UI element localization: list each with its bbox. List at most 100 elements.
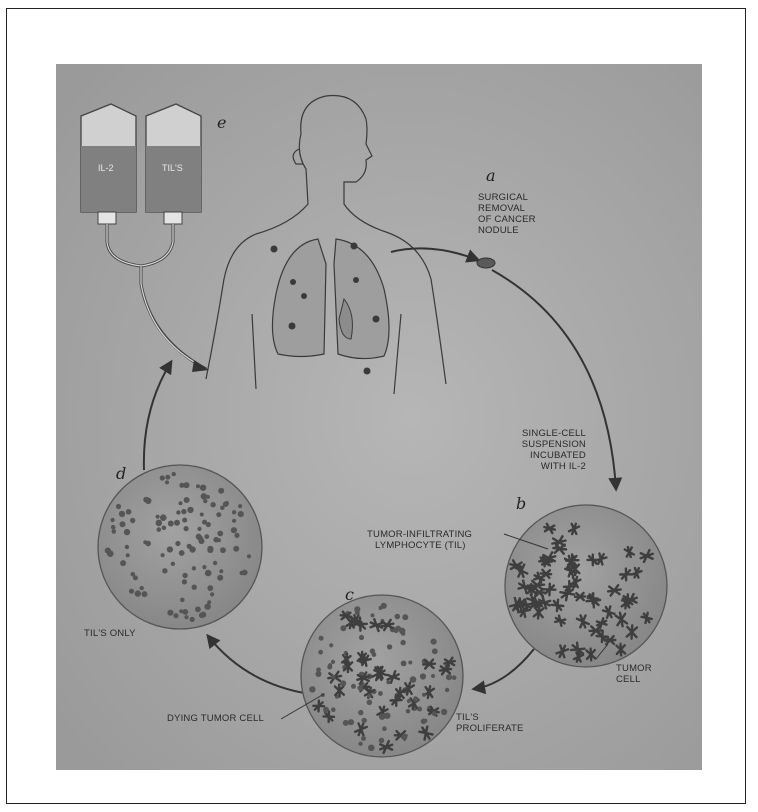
lymphocyte-mark (367, 700, 373, 706)
lymphocyte-mark (180, 598, 185, 603)
lymphocyte-mark (432, 711, 437, 716)
lymphocyte-mark (107, 550, 114, 557)
label-line: SINGLE-CELL (500, 428, 586, 439)
lymphocyte-mark (223, 501, 229, 507)
lymphocyte-mark (318, 650, 323, 655)
lymphocyte-mark (210, 502, 215, 507)
lymphocyte-mark (196, 534, 202, 540)
lymphocyte-mark (168, 521, 174, 527)
proliferate-label: TIL'S PROLIFERATE (456, 712, 523, 734)
lymphocyte-mark (200, 485, 206, 491)
lymphocyte-mark (378, 691, 383, 696)
lymphocyte-mark (417, 707, 422, 712)
label-line: REMOVAL (478, 203, 536, 214)
lymphocyte-mark (420, 673, 426, 679)
lymphocyte-mark (184, 615, 188, 619)
lymphocyte-mark (401, 631, 406, 636)
lymphocyte-mark (358, 742, 362, 746)
incubation-label: SINGLE-CELL SUSPENSION INCUBATED WITH IL… (500, 428, 586, 472)
lymphocyte-mark (402, 614, 408, 620)
lymphocyte-mark (111, 518, 115, 522)
label-line: NODULE (478, 225, 536, 236)
dying-tumor-cell-label: DYING TUMOR CELL (167, 713, 264, 724)
lymphocyte-mark (367, 694, 371, 698)
lymphocyte-mark (142, 591, 148, 597)
label-line: WITH IL-2 (500, 461, 586, 472)
tils-only-label: TIL'S ONLY (84, 628, 136, 639)
lymphocyte-mark (348, 719, 354, 725)
lymphocyte-mark (232, 519, 236, 523)
tumor-cell-label: TUMOR CELL (616, 663, 652, 685)
lymphocyte-mark (319, 636, 324, 641)
label-line: INCUBATED (500, 450, 586, 461)
lymphocyte-mark (422, 693, 426, 697)
lymphocyte-mark (445, 688, 449, 692)
step-b-letter: b (516, 494, 526, 513)
lymphocyte-mark (382, 726, 387, 731)
lymphocyte-mark (406, 709, 411, 714)
lymphocyte-mark (340, 625, 346, 631)
lymphocyte-mark (234, 533, 239, 538)
lymphocyte-mark (165, 475, 170, 480)
lymphocyte-mark (162, 568, 167, 573)
lymphocyte-mark (238, 504, 242, 508)
lymphocyte-mark (413, 697, 419, 703)
lymphocyte-mark (203, 499, 207, 503)
lymphocyte-mark (238, 511, 244, 517)
lymphocyte-mark (233, 546, 239, 552)
lymphocyte-mark (207, 546, 213, 552)
lymphocyte-mark (179, 550, 185, 556)
lymphocyte-mark (120, 521, 126, 527)
label-line: SUSPENSION (500, 439, 586, 450)
lymphocyte-mark (160, 475, 165, 480)
il2-bag-port (98, 212, 116, 224)
lymphocyte-mark (432, 648, 438, 654)
lymphocyte-mark (119, 511, 125, 517)
lymphocyte-mark (199, 613, 205, 619)
lymphocyte-mark (379, 738, 385, 744)
lymphocyte-mark (111, 525, 116, 530)
lymphocyte-mark (343, 720, 349, 726)
lymphocyte-mark (358, 685, 364, 691)
il2-bag-label: IL-2 (98, 163, 114, 173)
lymphocyte-mark (202, 565, 206, 569)
step-a-letter: a (486, 166, 496, 185)
excised-nodule (477, 258, 495, 268)
tils-bag-fill (146, 146, 201, 212)
label-line: TIL'S (456, 712, 523, 723)
label-line: CELL (616, 674, 652, 685)
lymphocyte-mark (172, 472, 176, 476)
lymphocyte-mark (431, 674, 435, 678)
lymphocyte-mark (354, 606, 360, 612)
lymphocyte-mark (156, 520, 163, 527)
lymphocyte-mark (329, 643, 333, 647)
step-c-letter: c (345, 585, 354, 604)
lymphocyte-mark (175, 541, 180, 546)
lymphocyte-mark (160, 514, 167, 521)
label-line: LYMPHOCYTE (TIL) (367, 540, 472, 551)
lymphocyte-mark (156, 515, 160, 519)
lymphocyte-mark (124, 529, 130, 535)
lymphocyte-mark (190, 617, 195, 622)
lymphocyte-mark (130, 518, 135, 523)
lymphocyte-mark (328, 663, 332, 667)
lymphocyte-mark (126, 509, 132, 515)
lymphocyte-mark (182, 573, 187, 578)
lymphocyte-mark (206, 522, 211, 527)
lymphocyte-mark (240, 571, 245, 576)
lymphocyte-mark (173, 613, 178, 618)
lymphocyte-mark (204, 534, 209, 539)
lymphocyte-mark (400, 640, 405, 645)
lymphocyte-mark (129, 589, 134, 594)
lymphocyte-mark (145, 498, 151, 504)
lymphocyte-mark (182, 518, 187, 523)
lymphocyte-mark (171, 562, 175, 566)
tils-bag-port (164, 212, 182, 224)
lymphocyte-mark (331, 675, 335, 679)
step-e-letter: e (217, 113, 226, 132)
lymphocyte-mark (220, 547, 226, 553)
lymphocyte-mark (362, 718, 367, 723)
lymphocyte-mark (351, 684, 356, 689)
lymphocyte-mark (371, 613, 375, 617)
lymphocyte-mark (408, 661, 412, 665)
